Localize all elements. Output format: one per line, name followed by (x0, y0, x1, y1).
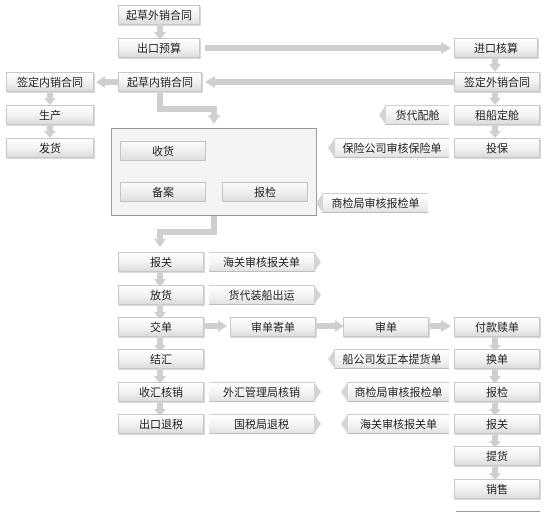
node-review-send-docs: 审单寄单 (230, 317, 316, 337)
tag-shipping-bill: 船公司发正本提货单 (328, 349, 449, 369)
node-ship: 发货 (6, 138, 94, 158)
node-customs-declare-2: 报关 (454, 414, 540, 434)
node-settle-fx: 结汇 (118, 349, 204, 369)
node-inspection-2: 报检 (454, 382, 540, 402)
node-sign-domestic-contract: 签定内销合同 (6, 72, 94, 92)
node-insure: 投保 (454, 138, 540, 158)
bottom-divider (456, 511, 540, 512)
receive-inspection-group: 收货 备案 报检 (111, 128, 317, 216)
node-production: 生产 (6, 105, 94, 125)
node-release-goods: 放货 (118, 285, 204, 305)
node-sign-foreign-contract: 签定外销合同 (454, 72, 540, 92)
node-draft-domestic-contract: 起草内销合同 (118, 72, 202, 92)
node-inspection: 报检 (222, 182, 308, 202)
node-record-filing: 备案 (120, 182, 206, 202)
node-import-accounting: 进口核算 (454, 38, 538, 58)
tag-customs-review: 海关审核报关单 (209, 252, 321, 272)
node-pick-up: 提货 (454, 446, 540, 466)
tag-freight-booking: 货代配舱 (379, 105, 449, 125)
node-submit-docs: 交单 (118, 317, 204, 337)
tag-safe-verification: 外汇管理局核销 (209, 382, 321, 402)
node-review-docs: 审单 (343, 317, 429, 337)
node-receive-goods: 收货 (120, 141, 206, 161)
tag-tax-bureau-refund: 国税局退税 (209, 414, 321, 434)
tag-customs-review-2: 海关审核报关单 (341, 414, 449, 434)
node-sales: 销售 (454, 479, 540, 499)
node-pay-redeem: 付款赎单 (454, 317, 540, 337)
tag-freight-loading: 货代装船出运 (209, 285, 321, 305)
tag-insurance-review: 保险公司审核保险单 (328, 138, 449, 158)
node-exchange-bill: 换单 (454, 349, 540, 369)
node-fx-verification: 收汇核销 (118, 382, 204, 402)
tag-cic-review-inspection-2: 商检局审核报检单 (341, 382, 449, 402)
node-charter-ship: 租船定舱 (454, 105, 540, 125)
node-export-budget: 出口预算 (118, 38, 200, 58)
node-draft-export-contract: 起草外销合同 (118, 5, 200, 25)
tag-cic-review-inspection: 商检局审核报检单 (316, 193, 428, 213)
node-customs-declare: 报关 (118, 252, 204, 272)
node-tax-refund: 出口退税 (118, 414, 204, 434)
